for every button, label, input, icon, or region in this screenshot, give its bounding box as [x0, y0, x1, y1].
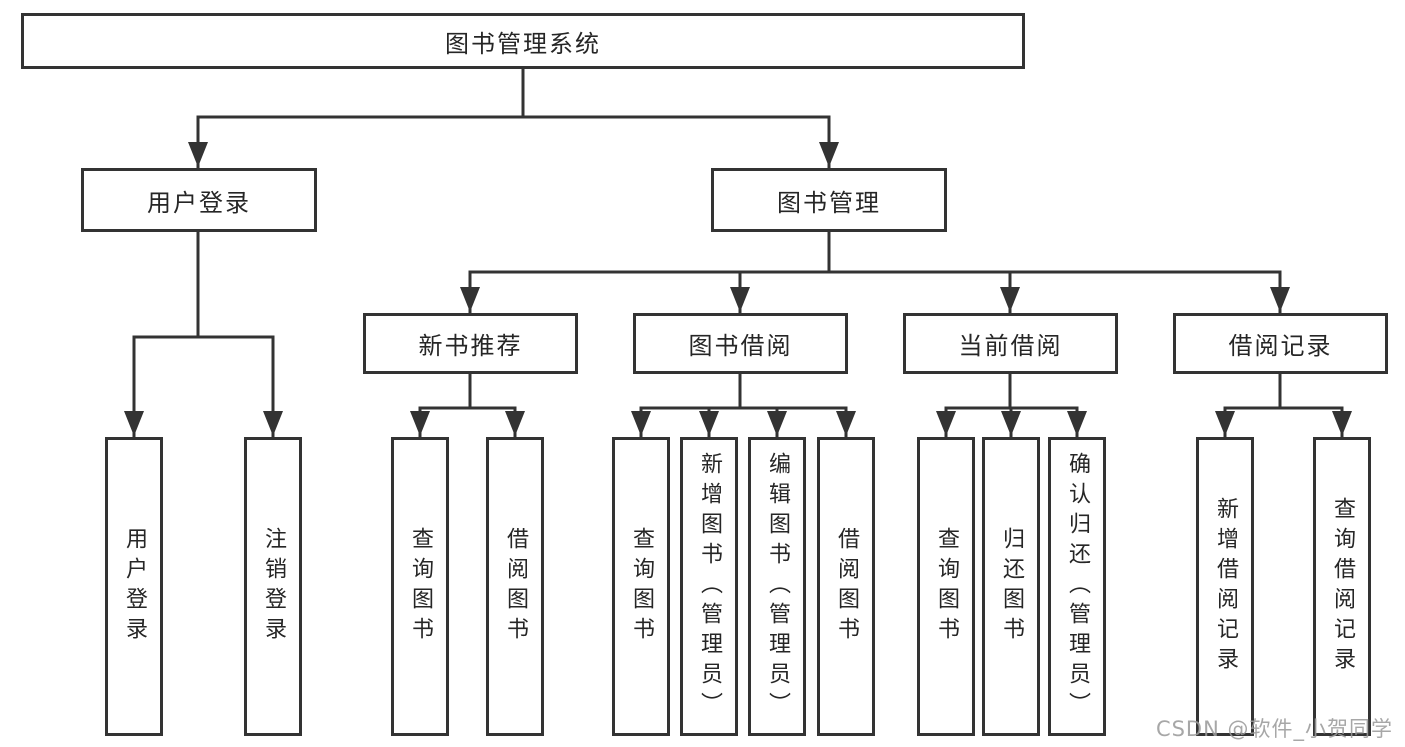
leaf-query-books-borrow: 查询图书 — [612, 437, 670, 736]
node-book-management: 图书管理 — [711, 168, 947, 232]
node-new-book-recommend: 新书推荐 — [363, 313, 578, 374]
leaf-query-books-recommend: 查询图书 — [391, 437, 449, 736]
node-user-login: 用户登录 — [81, 168, 317, 232]
leaf-logout: 注销登录 — [244, 437, 302, 736]
leaf-user-login: 用户登录 — [105, 437, 163, 736]
leaf-confirm-return-admin: 确认归还（管理员） — [1048, 437, 1106, 736]
leaf-add-borrow-record: 新增借阅记录 — [1196, 437, 1254, 736]
node-borrow-records: 借阅记录 — [1173, 313, 1388, 374]
leaf-query-books-current: 查询图书 — [917, 437, 975, 736]
leaf-return-book: 归还图书 — [982, 437, 1040, 736]
node-book-borrow: 图书借阅 — [633, 313, 848, 374]
leaf-borrow-books-recommend: 借阅图书 — [486, 437, 544, 736]
leaf-add-book-admin: 新增图书（管理员） — [680, 437, 738, 736]
watermark: CSDN @软件_小贺同学 — [1155, 717, 1393, 741]
node-library-management-system: 图书管理系统 — [21, 13, 1025, 69]
leaf-edit-book-admin: 编辑图书（管理员） — [748, 437, 806, 736]
leaf-query-borrow-record: 查询借阅记录 — [1313, 437, 1371, 736]
leaf-borrow-books: 借阅图书 — [817, 437, 875, 736]
node-current-borrow: 当前借阅 — [903, 313, 1118, 374]
